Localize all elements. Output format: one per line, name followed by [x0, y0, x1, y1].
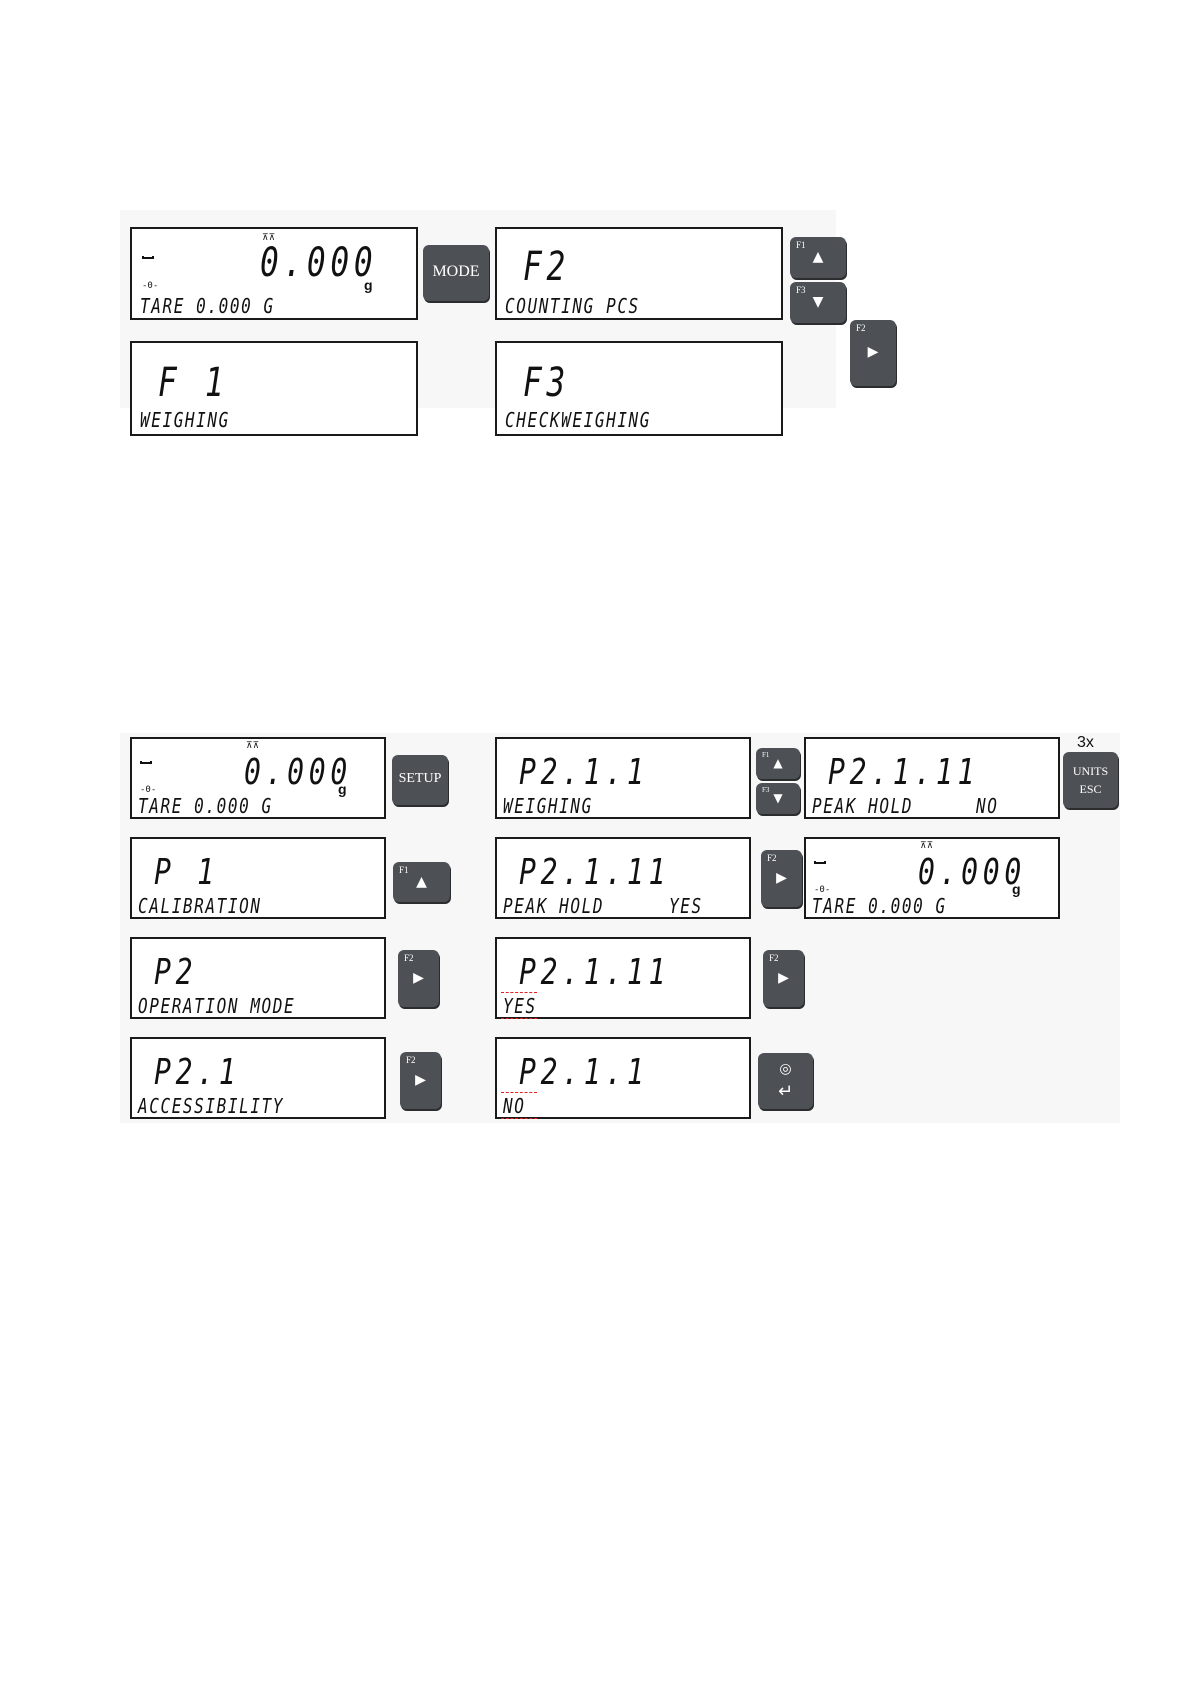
down-button[interactable]: F3 ▼ — [756, 783, 800, 814]
parameter-code: P2.1.11 — [519, 852, 671, 893]
stable-icon — [814, 861, 826, 864]
display-home-setup: -0- ⊼⊼ 0.000 g TARE 0.000 G — [130, 737, 386, 819]
weight-readout: 0.000 — [244, 752, 352, 793]
setup-button[interactable]: SETUP — [392, 755, 448, 805]
parameter-code: P2.1.1 — [519, 752, 649, 793]
enter-button[interactable]: ◎ ↵ — [758, 1053, 813, 1109]
display-f1: F 1 WEIGHING — [130, 341, 418, 436]
display-p211-no: P2.1.1 NO — [495, 1037, 751, 1119]
parameter-name: PEAK HOLD — [503, 894, 605, 918]
blink-marker-bottom — [501, 1018, 537, 1019]
right-button[interactable]: F2 ▶ — [400, 1052, 441, 1109]
display-p211: P2.1.1 WEIGHING — [495, 737, 751, 819]
weight-readout: 0.000 — [260, 240, 378, 286]
parameter-name: ACCESSIBILITY — [138, 1094, 285, 1118]
display-home-mode: -0- ⊼⊼ 0.000 g TARE 0.000 G — [130, 227, 418, 320]
display-f3: F3 CHECKWEIGHING — [495, 341, 783, 436]
down-arrow-icon: ▼ — [773, 791, 783, 805]
display-p2111-edit: P2.1.11 YES — [495, 937, 751, 1019]
tare-line: TARE 0.000 G — [138, 794, 273, 818]
up-arrow-icon: ▲ — [416, 874, 427, 890]
right-arrow-icon: ▶ — [776, 870, 787, 886]
right-button[interactable]: F2 ▶ — [763, 950, 804, 1007]
display-f2: F2 COUNTING PCS — [495, 227, 783, 320]
parameter-name: WEIGHING — [503, 794, 593, 818]
parameter-value: NO — [503, 1094, 526, 1118]
display-p1: P 1 CALIBRATION — [130, 837, 386, 919]
function-code: F 1 — [158, 360, 229, 406]
weight-readout: 0.000 — [918, 852, 1026, 893]
stable-icon — [142, 256, 154, 259]
down-button[interactable]: F3 ▼ — [790, 282, 846, 323]
tare-line: TARE 0.000 G — [140, 294, 275, 318]
net-indicator: ⊼⊼ — [920, 841, 934, 851]
display-p2111-no: P2.1.11 PEAK HOLD NO — [804, 737, 1060, 819]
down-arrow-icon: ▼ — [812, 294, 824, 310]
parameter-value: YES — [669, 894, 703, 918]
net-indicator: ⊼⊼ — [262, 233, 276, 243]
right-arrow-icon: ▶ — [413, 970, 424, 986]
zero-indicator: -0- — [140, 785, 157, 795]
mode-button[interactable]: MODE — [423, 245, 489, 301]
parameter-name: CALIBRATION — [138, 894, 262, 918]
repeat-count: 3x — [1077, 734, 1094, 751]
up-button[interactable]: F1 ▲ — [393, 862, 450, 902]
parameter-code: P 1 — [154, 852, 219, 893]
up-button[interactable]: F1 ▲ — [756, 748, 800, 779]
zero-indicator: -0- — [814, 885, 831, 895]
right-arrow-icon: ▶ — [415, 1072, 426, 1088]
function-name: COUNTING PCS — [505, 294, 640, 318]
up-arrow-icon: ▲ — [812, 249, 824, 265]
parameter-code: P2.1.11 — [519, 952, 671, 993]
parameter-code: P2 — [154, 952, 198, 993]
function-name: CHECKWEIGHING — [505, 408, 652, 432]
units-esc-button[interactable]: UNITS ESC — [1063, 752, 1118, 808]
parameter-name: OPERATION MODE — [138, 994, 296, 1018]
parameter-code: P2.1.11 — [828, 752, 980, 793]
stable-icon — [140, 761, 152, 764]
parameter-code: P2.1.1 — [519, 1052, 649, 1093]
parameter-value: NO — [976, 794, 999, 818]
blink-marker-bottom — [501, 1118, 537, 1119]
function-code: F2 — [523, 244, 570, 290]
display-p2: P2 OPERATION MODE — [130, 937, 386, 1019]
blink-marker-top — [501, 992, 537, 993]
right-button[interactable]: F2 ▶ — [761, 850, 802, 907]
right-arrow-icon: ▶ — [867, 344, 879, 360]
right-button[interactable]: F2 ▶ — [398, 950, 439, 1007]
parameter-name: PEAK HOLD — [812, 794, 914, 818]
display-final: -0- ⊼⊼ 0.000 g TARE 0.000 G — [804, 837, 1060, 919]
display-p21: P2.1 ACCESSIBILITY — [130, 1037, 386, 1119]
right-button[interactable]: F2 ▶ — [850, 320, 896, 386]
display-p2111-yes: P2.1.11 PEAK HOLD YES — [495, 837, 751, 919]
zero-indicator: -0- — [142, 281, 159, 291]
up-button[interactable]: F1 ▲ — [790, 237, 846, 278]
target-icon: ◎ — [779, 1061, 792, 1077]
parameter-value: YES — [503, 994, 537, 1018]
unit-label: g — [364, 277, 373, 293]
unit-label: g — [338, 781, 347, 797]
right-arrow-icon: ▶ — [778, 970, 789, 986]
enter-icon: ↵ — [777, 1081, 794, 1102]
up-arrow-icon: ▲ — [773, 756, 783, 770]
function-code: F3 — [523, 360, 570, 406]
function-name: WEIGHING — [140, 408, 230, 432]
unit-label: g — [1012, 881, 1021, 897]
tare-line: TARE 0.000 G — [812, 894, 947, 918]
parameter-code: P2.1 — [154, 1052, 241, 1093]
blink-marker-top — [501, 1092, 537, 1093]
net-indicator: ⊼⊼ — [246, 741, 260, 751]
